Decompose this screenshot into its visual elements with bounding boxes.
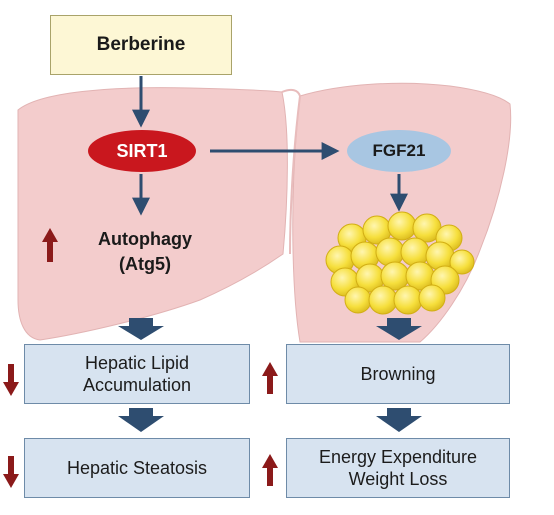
autophagy-line1: Autophagy (98, 229, 192, 249)
fgf21-node: FGF21 (347, 130, 451, 172)
hepatic-lipid-line2: Accumulation (82, 375, 192, 395)
block-arrows (118, 318, 422, 432)
berberine-label: Berberine (96, 34, 186, 55)
energy-expenditure-line2: Weight Loss (348, 469, 448, 489)
up-arrow-icon-autophagy (42, 228, 58, 262)
block-arrow-to-lipid (118, 318, 164, 340)
berberine-box: Berberine (50, 15, 232, 75)
up-arrow-icon-browning (262, 362, 278, 394)
autophagy-line2: (Atg5) (119, 254, 171, 274)
fat-cell-cluster (325, 211, 475, 315)
hepatic-steatosis-box: Hepatic Steatosis (24, 438, 250, 498)
block-arrow-to-steatosis (118, 408, 164, 432)
browning-box: Browning (286, 344, 510, 404)
block-arrow-to-energy (376, 408, 422, 432)
sirt1-node: SIRT1 (88, 130, 196, 172)
down-arrow-icon-steatosis (3, 456, 19, 488)
hepatic-lipid-line1: Hepatic Lipid (84, 353, 190, 373)
fgf21-label: FGF21 (372, 141, 426, 160)
indicator-arrows (3, 228, 278, 488)
flow-arrows (132, 76, 408, 216)
hepatic-lipid-box: Hepatic Lipid Accumulation (24, 344, 250, 404)
energy-expenditure-box: Energy Expenditure Weight Loss (286, 438, 510, 498)
sirt1-label: SIRT1 (116, 140, 168, 161)
autophagy-label: Autophagy (Atg5) (70, 227, 220, 277)
energy-expenditure-line1: Energy Expenditure (318, 447, 478, 467)
block-arrow-to-browning (376, 318, 422, 340)
up-arrow-icon-energy (262, 454, 278, 486)
browning-line1: Browning (360, 364, 436, 384)
down-arrow-icon-lipid (3, 364, 19, 396)
hepatic-steatosis-line1: Hepatic Steatosis (66, 458, 208, 478)
